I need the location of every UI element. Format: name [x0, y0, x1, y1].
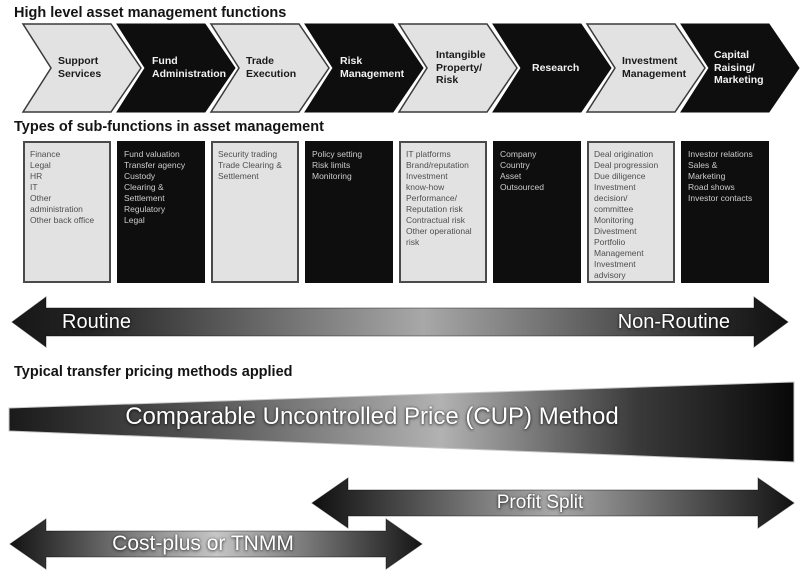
chevron-label-investment-management: Investment Management	[622, 55, 687, 80]
chevron-label-fund-administration: Fund Administration	[152, 55, 227, 80]
chevron-label-research: Research	[532, 61, 580, 74]
routine-spectrum-arrow-shape	[11, 296, 789, 348]
chevron-label-capital-raising-marketing: Capital Raising/ Marketing	[714, 48, 764, 87]
chevron-label-risk-management: Risk Management	[340, 55, 405, 80]
routine-spectrum-arrow: Routine Non-Routine	[10, 294, 790, 350]
subfunctions-box-research: Company Country Asset Outsourced	[493, 141, 581, 283]
routine-label: Routine	[62, 310, 131, 333]
cup-method-wedge-shape	[8, 381, 795, 463]
subfunctions-list: Policy setting Risk limits Monitoring	[312, 149, 363, 181]
chevron-shape-trade-execution	[209, 23, 330, 113]
subfunctions-box-risk-management: Policy setting Risk limits Monitoring	[305, 141, 393, 283]
chevron-shape-research	[492, 23, 612, 113]
chevron-label-support-services: Support Services	[58, 55, 102, 80]
subfunctions-box-support-services: Finance Legal HR IT Other administration…	[23, 141, 111, 283]
subfunctions-list: Fund valuation Transfer agency Custody C…	[124, 149, 186, 225]
section-title-methods: Typical transfer pricing methods applied	[14, 364, 293, 380]
cost-plus-tnmm-label: Cost-plus or TNMM	[112, 532, 294, 555]
cost-plus-tnmm-arrow: Cost-plus or TNMM	[8, 514, 424, 574]
subfunctions-list: Company Country Asset Outsourced	[500, 149, 544, 192]
chevron-shape-fund-administration	[116, 23, 236, 113]
chevron-shape-support-services	[21, 23, 142, 113]
section-title-subfunctions: Types of sub-functions in asset manageme…	[14, 119, 324, 135]
subfunctions-box-investment-management: Deal origination Deal progression Due di…	[587, 141, 675, 283]
subfunctions-box-fund-administration: Fund valuation Transfer agency Custody C…	[117, 141, 205, 283]
subfunctions-list: IT platforms Brand/reputation Investment…	[406, 149, 472, 247]
subfunctions-list: Finance Legal HR IT Other administration…	[30, 149, 95, 225]
subfunctions-box-trade-execution: Security trading Trade Clearing & Settle…	[211, 141, 299, 283]
subfunctions-list: Investor relations Sales & Marketing Roa…	[688, 149, 753, 203]
subfunctions-box-intangible-property-risk: IT platforms Brand/reputation Investment…	[399, 141, 487, 283]
subfunctions-list: Security trading Trade Clearing & Settle…	[218, 149, 282, 181]
function-chevrons	[21, 23, 800, 113]
cost-plus-tnmm-arrow-shape	[9, 518, 423, 570]
chevron-label-trade-execution: Trade Execution	[246, 55, 297, 80]
chevron-label-intangible-property-risk: Intangible Property/ Risk	[436, 48, 486, 87]
section-title-functions: High level asset management functions	[14, 5, 287, 21]
profit-split-arrow-shape	[311, 477, 795, 529]
chevron-shape-investment-management	[585, 23, 706, 113]
profit-split-arrow: Profit Split	[310, 474, 796, 532]
subfunctions-box-capital-raising-marketing: Investor relations Sales & Marketing Roa…	[681, 141, 769, 283]
subfunctions-list: Deal origination Deal progression Due di…	[594, 149, 659, 280]
cup-method-wedge: Comparable Uncontrolled Price (CUP) Meth…	[8, 381, 796, 463]
profit-split-label: Profit Split	[496, 492, 584, 513]
chevron-shape-risk-management	[304, 23, 424, 113]
chevron-shape-intangible-property-risk	[397, 23, 518, 113]
non-routine-label: Non-Routine	[617, 310, 730, 333]
cup-method-label: Comparable Uncontrolled Price (CUP) Meth…	[125, 403, 619, 430]
chevron-shape-capital-raising-marketing	[680, 23, 800, 113]
